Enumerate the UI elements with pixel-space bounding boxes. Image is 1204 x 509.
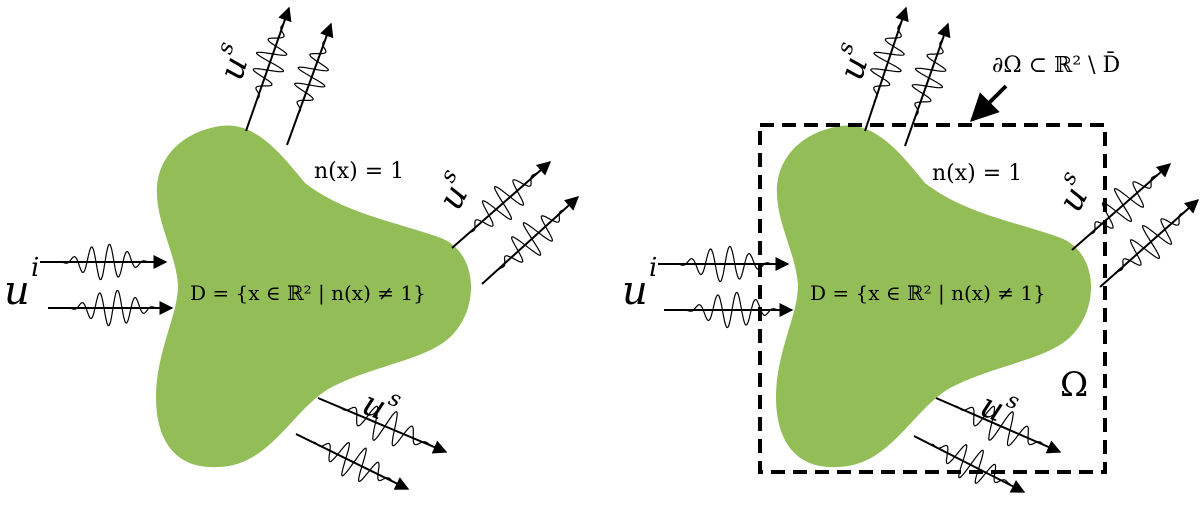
- scatterer-shape: [776, 125, 1092, 468]
- scattered-wave: [911, 37, 947, 119]
- incident-symbol: u: [4, 268, 30, 314]
- scattered-wave: [252, 21, 288, 103]
- region-label: D = {x ∈ ℝ² | n(x) ≠ 1}: [190, 281, 426, 306]
- scattered-label-top: u s: [832, 39, 877, 85]
- scattered-wave: [467, 171, 539, 235]
- region-label: D = {x ∈ ℝ² | n(x) ≠ 1}: [810, 281, 1046, 306]
- scattered-waves-right: [451, 161, 580, 285]
- scattered-wave: [1087, 173, 1159, 237]
- incident-symbol: u: [622, 268, 648, 314]
- incident-wave: [60, 243, 150, 281]
- scattered-waves-top: [245, 6, 334, 146]
- domain-boundary: [758, 123, 1107, 474]
- incident-wave: [684, 291, 780, 329]
- incident-wave: [68, 289, 158, 327]
- scattered-waves-bottom: [913, 397, 1062, 493]
- incident-label: u i: [4, 253, 39, 314]
- left-panel: n(x) = 1 D = {x ∈ ℝ² | n(x) ≠ 1} u i u s…: [4, 6, 580, 490]
- incident-label: u i: [622, 253, 657, 314]
- scatterer-shape: [156, 125, 472, 468]
- scattered-waves-bottom: [295, 397, 448, 490]
- scattered-label-right: u s: [1051, 167, 1097, 218]
- scattered-arrow: [913, 435, 1026, 493]
- scattered-wave: [337, 405, 433, 447]
- scattered-wave: [870, 21, 905, 103]
- boundary-pointer-arrow: [970, 84, 1008, 122]
- scattered-label-top: u s: [212, 39, 257, 85]
- scattered-label-bottom: u s: [975, 385, 1023, 430]
- scattered-wave: [313, 441, 395, 483]
- incident-waves: [658, 245, 794, 329]
- scattered-arrow: [935, 397, 1062, 454]
- background-label: n(x) = 1: [932, 161, 1022, 186]
- scattered-wave: [955, 405, 1047, 447]
- background-label: n(x) = 1: [314, 159, 404, 184]
- scattered-waves-top: [864, 6, 951, 147]
- incident-superscript: i: [649, 253, 657, 283]
- domain-label: Ω: [1060, 365, 1088, 405]
- boundary-label: ∂Ω ⊂ ℝ² \ D̄: [992, 51, 1120, 78]
- incident-superscript: i: [31, 253, 39, 283]
- scattered-wave: [497, 207, 567, 271]
- scattered-waves-right: [1071, 163, 1200, 288]
- scattered-arrow: [295, 433, 410, 490]
- scattered-wave: [931, 443, 1011, 485]
- incident-wave: [676, 245, 774, 283]
- scattered-wave: [1115, 210, 1187, 274]
- incident-waves: [40, 243, 174, 327]
- scattered-wave: [294, 37, 329, 117]
- right-panel: n(x) = 1 D = {x ∈ ℝ² | n(x) ≠ 1} ∂Ω ⊂ ℝ²…: [622, 6, 1200, 493]
- scattered-arrow: [904, 22, 951, 147]
- scattered-label-right: u s: [431, 165, 477, 216]
